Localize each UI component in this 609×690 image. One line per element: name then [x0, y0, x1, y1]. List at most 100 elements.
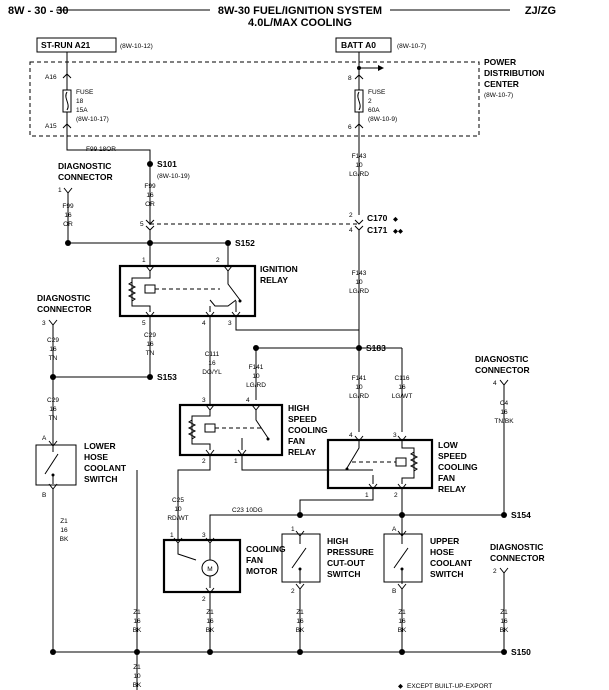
- low-speed-fan-relay: [326, 438, 434, 490]
- upper-switch-label-2: HOSE: [430, 547, 454, 557]
- wire-c29-switch-1: C29: [47, 397, 59, 404]
- wire-c29-switch-2: 16: [49, 406, 57, 413]
- ign-relay-label-1: IGNITION: [260, 264, 298, 274]
- ls-relay-label-4: FAN: [438, 473, 455, 483]
- wire-z1-e-2: 16: [500, 618, 508, 625]
- ls-relay-coil: [409, 451, 419, 472]
- upper-hose-coolant-switch: [383, 533, 423, 583]
- hp-switch-label-2: PRESSURE: [327, 547, 374, 557]
- pdc-label-1: POWER: [484, 57, 516, 67]
- wire-c25-3: RD/WT: [167, 515, 188, 522]
- wire-z1-lower-2: 16: [60, 527, 68, 534]
- wire-z1-b-1: Z1: [206, 609, 214, 616]
- st-run-ref: (8W-10-12): [120, 43, 153, 50]
- wire-z1-lower-3: BK: [60, 536, 69, 543]
- wire-z1-a-3: BK: [133, 627, 142, 634]
- fuse2-num: 2: [368, 98, 372, 105]
- diag-connector-3-line2: CONNECTOR: [475, 365, 530, 375]
- model-code: ZJ/ZG: [525, 5, 556, 17]
- svg-text:A: A: [42, 435, 47, 442]
- svg-text:5: 5: [140, 221, 144, 228]
- wire-f143-top-1: F143: [352, 153, 367, 160]
- wire-z1-e-1: Z1: [500, 609, 508, 616]
- wire-c25-1: C25: [172, 497, 184, 504]
- fuse18-amp: 15A: [76, 107, 88, 114]
- diag-connector-1-line2: CONNECTOR: [58, 172, 113, 182]
- wire-f143-top-3: LG/RD: [349, 171, 369, 178]
- wire-z1-bottom-3: BK: [133, 682, 142, 689]
- wire-c29-diag-3: TN: [49, 355, 58, 362]
- wire-c111-2: 16: [208, 360, 216, 367]
- hs-relay-label-3: COOLING: [288, 425, 328, 435]
- wire-z1-a-1: Z1: [133, 609, 141, 616]
- lower-switch-label-2: HOSE: [84, 452, 108, 462]
- svg-text:1: 1: [234, 458, 238, 465]
- wire-c29-relay-2: 16: [146, 341, 154, 348]
- lower-switch-label-1: LOWER: [84, 441, 116, 451]
- pin-6: 6: [348, 124, 352, 131]
- wire-f99-top: F99 18OR: [86, 146, 116, 153]
- fan-motor-label-1: COOLING: [246, 544, 286, 554]
- splice-s152-label: S152: [235, 238, 255, 248]
- wire-c29-relay-1: C29: [144, 332, 156, 339]
- splice-s101-label: S101: [157, 159, 177, 169]
- cooling-fan-motor: [162, 538, 242, 594]
- upper-switch-label-4: SWITCH: [430, 569, 464, 579]
- svg-text:2: 2: [493, 568, 497, 575]
- svg-text:B: B: [42, 492, 46, 499]
- svg-text:2: 2: [394, 492, 398, 499]
- wire-c4-3: TN/BK: [494, 418, 514, 425]
- svg-text:2: 2: [291, 588, 295, 595]
- upper-switch-label-3: COOLANT: [430, 558, 473, 568]
- diag-connector-3-line1: DIAGNOSTIC: [475, 354, 528, 364]
- lower-switch-label-3: COOLANT: [84, 463, 127, 473]
- lower-hose-coolant-switch: [35, 444, 77, 486]
- fuse18-ref: (8W-10-17): [76, 116, 109, 123]
- diag-connector-1-line1: DIAGNOSTIC: [58, 161, 111, 171]
- fan-motor-label-2: FAN: [246, 555, 263, 565]
- pdc-label-3: CENTER: [484, 79, 519, 89]
- connector-a15-symbol: [62, 123, 72, 129]
- splice-s150: [501, 649, 507, 655]
- svg-text:2: 2: [216, 257, 220, 264]
- svg-text:1: 1: [291, 526, 295, 533]
- wire-c29-diag-1: C29: [47, 337, 59, 344]
- fuse2-amp: 60A: [368, 107, 380, 114]
- connector-c171: C171: [367, 225, 388, 235]
- splice-s154-label: S154: [511, 510, 531, 520]
- fan-motor-label-3: MOTOR: [246, 566, 277, 576]
- diag-connector-4-line2: CONNECTOR: [490, 553, 545, 563]
- ignition-relay: [118, 264, 257, 318]
- wire-z1-lower-1: Z1: [60, 518, 68, 525]
- wire-c4-1: C4: [500, 400, 509, 407]
- wire-z1-bottom-2: 10: [133, 673, 141, 680]
- ls-relay-label-1: LOW: [438, 440, 459, 450]
- wire-f143-mid-2: 10: [355, 279, 363, 286]
- batt-label: BATT A0: [341, 40, 376, 50]
- wire-f143-mid-3: LG/RD: [349, 288, 369, 295]
- connector-a16-symbol: [62, 73, 72, 79]
- wire-c111-1: C111: [205, 351, 220, 358]
- wire-c29-relay-3: TN: [146, 350, 155, 357]
- svg-text:B: B: [392, 588, 396, 595]
- pin-8: 8: [348, 75, 352, 82]
- footnote-marker: ◆: [398, 683, 404, 690]
- svg-text:3: 3: [202, 532, 206, 539]
- diag-connector-2-line1: DIAGNOSTIC: [37, 293, 90, 303]
- svg-text:1: 1: [142, 257, 146, 264]
- wire-z1-c-1: Z1: [296, 609, 304, 616]
- splice-s150-label: S150: [511, 647, 531, 657]
- svg-text:2: 2: [202, 458, 206, 465]
- c170-marker: ◆: [393, 216, 399, 223]
- svg-text:4: 4: [349, 227, 353, 234]
- wire-c23: C23 10DG: [232, 507, 263, 514]
- wire-c116-1: C116: [394, 375, 409, 382]
- wire-f143-mid-1: F143: [352, 270, 367, 277]
- wire-c25-2: 10: [174, 506, 182, 513]
- splice-s153: [147, 374, 153, 380]
- svg-text:2: 2: [349, 212, 353, 219]
- svg-text:4: 4: [349, 432, 353, 439]
- wire-z1-b-2: 16: [206, 618, 214, 625]
- hp-switch-label-4: SWITCH: [327, 569, 361, 579]
